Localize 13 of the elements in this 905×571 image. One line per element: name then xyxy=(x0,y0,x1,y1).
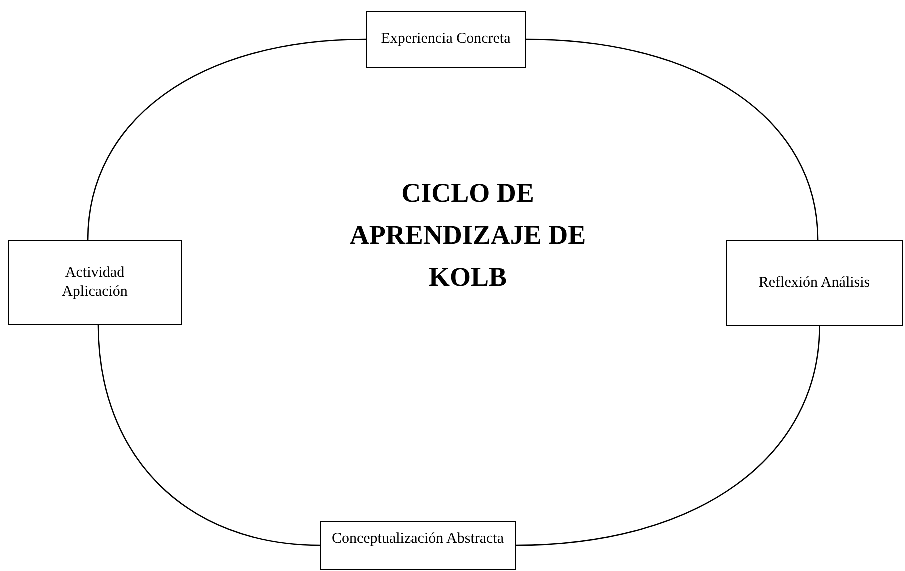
cycle-arc xyxy=(87,38,366,240)
stage-label: Actividad Aplicación xyxy=(61,264,129,302)
stage-label: Reflexión Análisis xyxy=(758,274,872,292)
stage-label: Conceptualización Abstracta xyxy=(330,530,506,549)
stage-box xyxy=(8,240,182,325)
cycle-arc xyxy=(526,38,819,240)
cycle-arc xyxy=(98,324,320,546)
stage-box xyxy=(726,240,903,326)
stage-box xyxy=(320,521,516,570)
cycle-arc xyxy=(516,326,820,546)
stage-box xyxy=(366,11,526,68)
stage-label: Experiencia Concreta xyxy=(380,30,512,49)
diagram-title: CICLO DE APRENDIZAJE DE KOLB xyxy=(348,177,588,294)
